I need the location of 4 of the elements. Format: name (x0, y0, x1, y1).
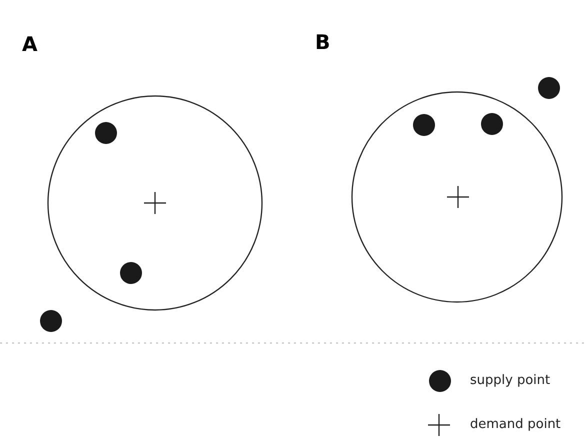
panel-label: A (22, 32, 38, 56)
legend-label: supply point (470, 373, 550, 388)
legend-label: demand point (470, 417, 561, 432)
panel-label: B (315, 30, 330, 54)
